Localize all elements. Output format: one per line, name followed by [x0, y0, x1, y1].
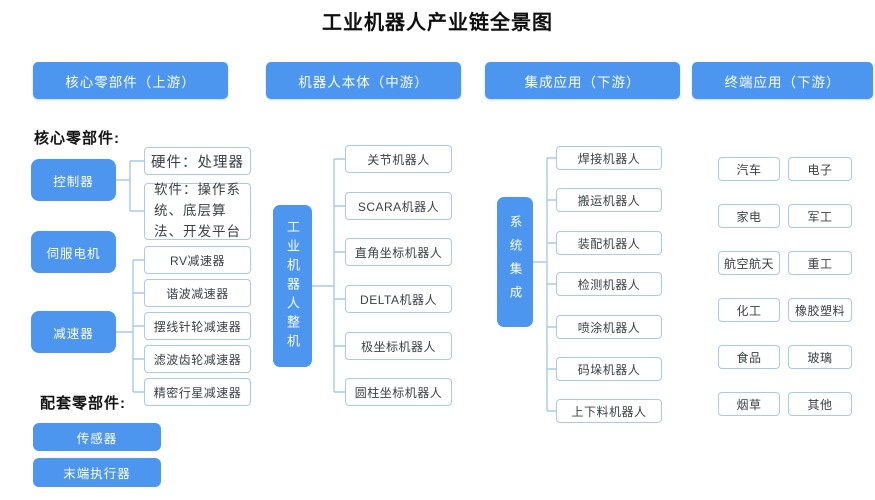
- industry-tobacco: 烟草: [718, 392, 780, 416]
- node-sensor: 传感器: [33, 423, 161, 451]
- industry-chemical: 化工: [718, 298, 780, 322]
- industry-electronics: 电子: [788, 157, 852, 181]
- node-reducer: 减速器: [31, 311, 116, 353]
- industry-glass: 玻璃: [788, 345, 852, 369]
- header-downstream-terminal: 终端应用（下游）: [692, 62, 873, 99]
- header-upstream-core-components: 核心零部件（上游）: [33, 62, 228, 99]
- node-painting-robot: 喷涂机器人: [556, 315, 662, 339]
- header-midstream-robot-body: 机器人本体（中游）: [266, 62, 461, 99]
- core-components-label: 核心零部件:: [34, 130, 120, 147]
- node-cycloid-pin-reducer: 摆线针轮减速器: [144, 312, 251, 340]
- node-assembly-robot: 装配机器人: [556, 231, 662, 255]
- node-welding-robot: 焊接机器人: [556, 146, 662, 170]
- supporting-components-label: 配套零部件:: [40, 395, 126, 412]
- hub-industrial-robot-machine: 工业机器人整机: [273, 205, 312, 367]
- node-rv-reducer: RV减速器: [144, 246, 251, 274]
- node-controller: 控制器: [31, 159, 116, 201]
- node-loading-unloading-robot: 上下料机器人: [556, 399, 662, 423]
- node-software-os-algorithms: 软件：操作系统、底层算法、开发平台: [144, 182, 251, 240]
- node-palletizing-robot: 码垛机器人: [556, 357, 662, 381]
- header-downstream-integration: 集成应用（下游）: [485, 62, 680, 99]
- node-precision-planetary-reducer: 精密行星减速器: [144, 378, 251, 406]
- node-cylindrical-robot: 圆柱坐标机器人: [345, 378, 452, 406]
- page-title: 工业机器人产业链全景图: [322, 12, 553, 34]
- node-handling-robot: 搬运机器人: [556, 188, 662, 212]
- industry-aerospace: 航空航天: [718, 251, 780, 275]
- industry-other: 其他: [788, 392, 852, 416]
- node-harmonic-reducer: 谐波减速器: [144, 279, 251, 307]
- node-polar-robot: 极坐标机器人: [345, 332, 452, 360]
- node-hardware-processor: 硬件：处理器: [144, 147, 251, 175]
- node-inspection-robot: 检测机器人: [556, 272, 662, 296]
- industry-food: 食品: [718, 345, 780, 369]
- industry-home-appliances: 家电: [718, 204, 780, 228]
- node-cartesian-robot: 直角坐标机器人: [345, 238, 452, 266]
- hub-system-integration: 系统集成: [497, 197, 533, 327]
- industry-rubber-plastics: 橡胶塑料: [788, 298, 852, 322]
- industry-automotive: 汽车: [718, 157, 780, 181]
- node-servo-motor: 伺服电机: [31, 231, 116, 273]
- node-end-effector: 末端执行器: [33, 458, 161, 487]
- industry-heavy-industry: 重工: [788, 251, 852, 275]
- node-scara-robot: SCARA机器人: [345, 192, 452, 220]
- node-delta-robot: DELTA机器人: [345, 285, 452, 313]
- node-articulated-robot: 关节机器人: [345, 145, 452, 173]
- industry-military: 军工: [788, 204, 852, 228]
- node-filter-gear-reducer: 滤波齿轮减速器: [144, 345, 251, 373]
